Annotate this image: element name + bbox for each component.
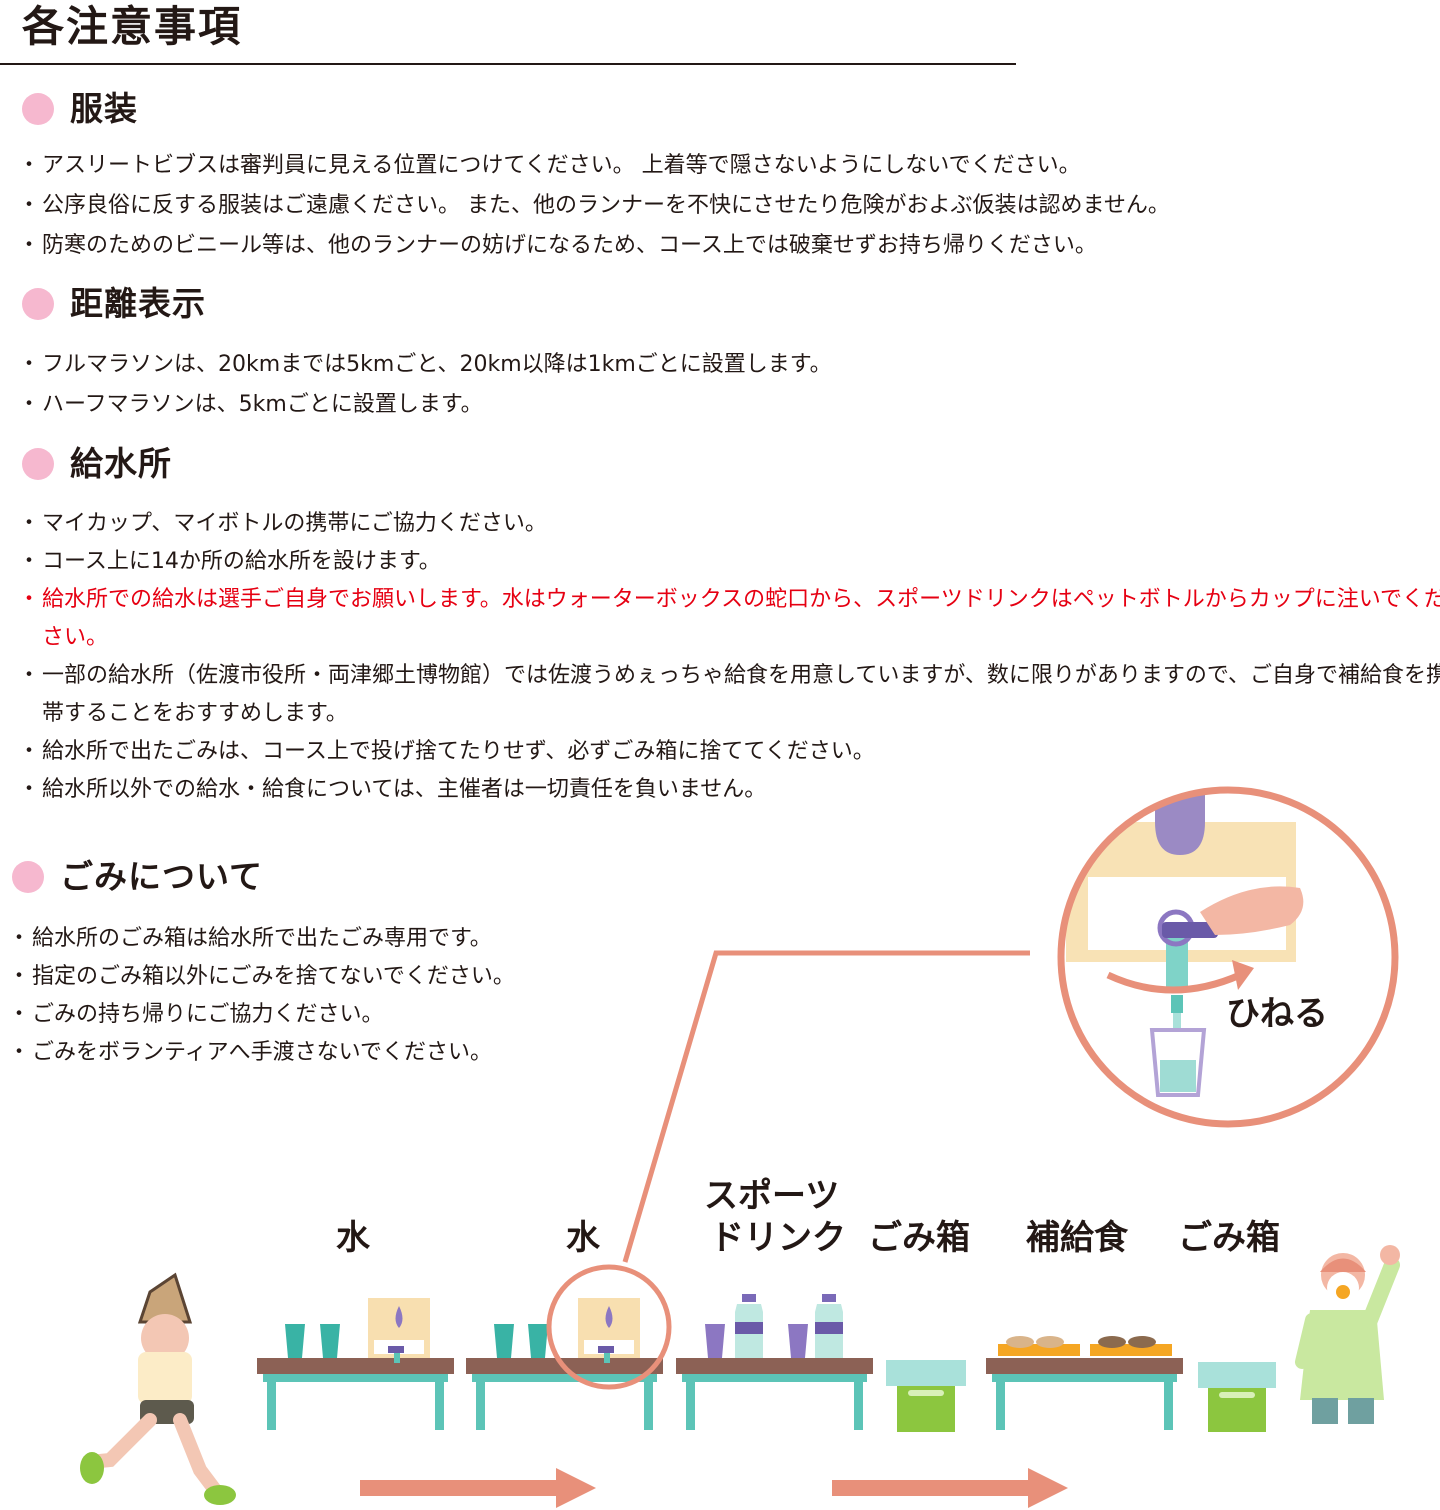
section-title: ごみについて — [60, 857, 264, 896]
station-label-sports-2: ドリンク — [710, 1218, 846, 1258]
station-label-trash-2: ごみ箱 — [1178, 1218, 1280, 1258]
bullet-dot-icon — [12, 861, 44, 893]
list-item: 一部の給水所（佐渡市役所・両津郷土博物館）では佐渡うめぇっちゃ給食を用意していま… — [18, 657, 1440, 733]
list-item: 防寒のためのビニール等は、他のランナーの妨げになるため、コース上では破棄せずお持… — [18, 226, 1170, 266]
zoom-label-twist: ひねる — [1226, 994, 1328, 1034]
station-label-water-2: 水 — [566, 1218, 600, 1258]
bullet-dot-icon — [22, 288, 54, 320]
list-item: コース上に14か所の給水所を設けます。 — [18, 543, 1440, 581]
distance-list: フルマラソンは、20kmまでは5kmごと、20km以降は1kmごとに設置します。… — [18, 345, 832, 425]
food-trays — [998, 1336, 1172, 1356]
tap-highlight-ring — [546, 1264, 672, 1390]
page-title: 各注意事項 — [22, 2, 243, 51]
list-item: ごみをボランティアへ手渡さないでください。 — [8, 1034, 515, 1072]
section-title: 距離表示 — [70, 284, 206, 323]
section-title: 服装 — [70, 89, 138, 128]
list-item: ハーフマラソンは、5kmごとに設置します。 — [18, 385, 832, 425]
station-label-trash-1: ごみ箱 — [868, 1218, 970, 1258]
bullet-dot-icon — [22, 448, 54, 480]
title-rule — [0, 63, 1016, 65]
station-label-food: 補給食 — [1026, 1218, 1128, 1258]
list-item: 給水所のごみ箱は給水所で出たごみ専用です。 — [8, 920, 515, 958]
warning-list-item: 給水所での給水は選手ご自身でお願いします。水はウォーターボックスの蛇口から、スポ… — [18, 581, 1440, 657]
volunteer-figure — [1295, 1245, 1400, 1424]
table-3 — [676, 1358, 873, 1430]
section-heading-garbage: ごみについて — [12, 857, 263, 897]
section-title: 給水所 — [70, 444, 172, 483]
list-item: 給水所で出たごみは、コース上で投げ捨てたりせず、必ずごみ箱に捨ててください。 — [18, 733, 1440, 771]
station-label-water-1: 水 — [336, 1218, 370, 1258]
list-item: 給水所以外での給水・給食については、主催者は一切責任を負いません。 — [18, 771, 1440, 809]
zoom-connector-line — [622, 950, 1030, 1263]
section-heading-distance: 距離表示 — [22, 284, 206, 324]
water-station-list: マイカップ、マイボトルの携帯にご協力ください。 コース上に14か所の給水所を設け… — [18, 505, 1440, 809]
list-item: マイカップ、マイボトルの携帯にご協力ください。 — [18, 505, 1440, 543]
water-cups — [285, 1324, 548, 1358]
section-heading-water-station: 給水所 — [22, 444, 172, 484]
list-item: 公序良俗に反する服装はご遠慮ください。 また、他のランナーを不快にさせたり危険が… — [18, 186, 1170, 226]
tap-zoom-circle — [1057, 786, 1399, 1128]
list-item: ごみの持ち帰りにご協力ください。 — [8, 996, 515, 1034]
sports-drink-items — [705, 1294, 843, 1358]
table-4 — [986, 1358, 1183, 1430]
station-label-sports-1: スポーツ — [704, 1176, 840, 1216]
direction-arrows — [360, 1468, 1068, 1508]
water-box-1 — [368, 1298, 430, 1363]
section-heading-clothing: 服装 — [22, 89, 138, 129]
bullet-dot-icon — [22, 93, 54, 125]
clothing-list: アスリートビブスは審判員に見える位置につけてください。 上着等で隠さないようにし… — [18, 146, 1170, 266]
garbage-list: 給水所のごみ箱は給水所で出たごみ専用です。 指定のごみ箱以外にごみを捨てないでく… — [8, 920, 515, 1072]
trash-bin-1 — [886, 1360, 966, 1432]
list-item: 指定のごみ箱以外にごみを捨てないでください。 — [8, 958, 515, 996]
runner-figure — [80, 1272, 236, 1505]
table-1 — [257, 1358, 454, 1430]
trash-bin-2 — [1198, 1362, 1276, 1432]
list-item: アスリートビブスは審判員に見える位置につけてください。 上着等で隠さないようにし… — [18, 146, 1170, 186]
water-box-2 — [578, 1298, 640, 1363]
list-item: フルマラソンは、20kmまでは5kmごと、20km以降は1kmごとに設置します。 — [18, 345, 832, 385]
